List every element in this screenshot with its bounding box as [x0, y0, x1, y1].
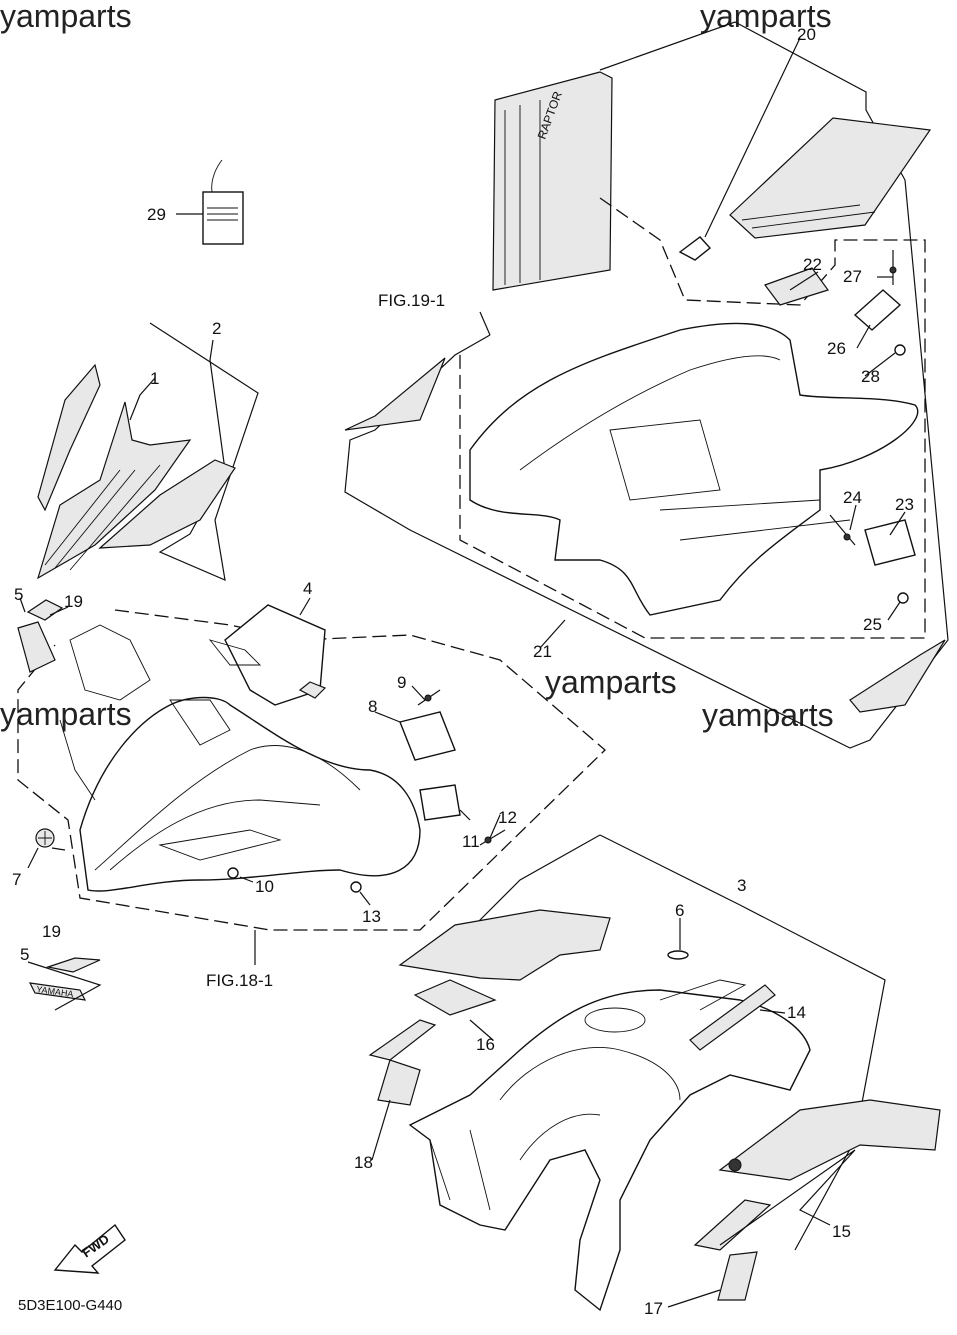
rear-decal-20: [729, 117, 932, 239]
caution-tag-29: [176, 159, 244, 245]
part-label: 28: [861, 367, 880, 386]
part-label: 5: [20, 945, 29, 964]
part-label: 29: [147, 205, 166, 224]
part-label: 11: [462, 832, 480, 851]
part-label: 6: [675, 901, 684, 920]
part-label: 1: [150, 369, 159, 388]
side-decal-16: [398, 909, 611, 981]
decal-17: [717, 1251, 758, 1301]
rear-side-decal: [492, 71, 613, 291]
part-label: 21: [533, 642, 552, 661]
washer-28: [894, 344, 906, 356]
decal-19-bottom: [45, 957, 101, 973]
part-label: 27: [843, 267, 862, 286]
part-label: 8: [368, 697, 377, 716]
part-label: 19: [42, 922, 61, 941]
part-label: 20: [797, 25, 816, 44]
part-label: 18: [354, 1153, 373, 1172]
part-label: 7: [12, 870, 21, 889]
front-decal-side: [37, 363, 101, 512]
figure-reference: FIG.18-1: [206, 971, 273, 990]
watermark: yamparts: [702, 697, 834, 733]
fwd-arrow-icon: FWD: [53, 1223, 126, 1274]
part-label: 16: [476, 1035, 495, 1054]
decal-18: [377, 1059, 421, 1106]
front-fender-group: [17, 322, 606, 1011]
part-label: 5: [14, 585, 23, 604]
watermark: yamparts: [700, 0, 832, 34]
part-label: 13: [362, 907, 381, 926]
diagram-code: 5D3E100-G440: [18, 1297, 122, 1314]
front-fender: [79, 696, 421, 892]
tank-cover-group: [368, 834, 941, 1312]
watermark: yamparts: [545, 664, 677, 700]
front-decal-2: [98, 459, 236, 549]
part-label: 23: [895, 495, 914, 514]
plate-8: [399, 711, 456, 761]
part-label: 19: [64, 592, 83, 611]
part-label: 10: [255, 877, 274, 896]
plate-26: [853, 289, 902, 331]
part-label: 22: [803, 255, 822, 274]
part-label: 14: [787, 1003, 806, 1022]
decal-5-bottom: [28, 982, 87, 1001]
tab-6: [667, 950, 689, 960]
part-label: 26: [827, 339, 846, 358]
decal-14: [689, 984, 776, 1051]
decal-5-top: [17, 621, 56, 673]
decal-19-top: [26, 599, 64, 621]
tank-cover: [408, 989, 811, 1312]
watermark: yamparts: [0, 696, 132, 732]
decal-strip: [849, 639, 946, 713]
rear-fender-group: RAPTOR: [344, 21, 949, 749]
part-label: 4: [303, 579, 312, 598]
part-label: 9: [397, 673, 406, 692]
part-label: 12: [498, 808, 517, 827]
part-label: 15: [832, 1222, 851, 1241]
part-label: 25: [863, 615, 882, 634]
plate-23: [864, 519, 916, 566]
part-label: 2: [212, 319, 221, 338]
washer-13: [350, 881, 362, 893]
rear-fender: [469, 322, 919, 616]
part-label: 17: [644, 1299, 663, 1318]
part-label: 24: [843, 488, 862, 507]
figure-reference: FIG.19-1: [378, 291, 445, 310]
front-decal-1: [36, 401, 192, 580]
part-label: 3: [737, 876, 746, 895]
decal-text: YAMAHA: [36, 984, 74, 999]
watermark: yamparts: [0, 0, 132, 34]
washer-10: [227, 867, 239, 879]
side-decal-15: [718, 1099, 941, 1181]
washer-25: [897, 592, 909, 604]
plate-11: [419, 784, 461, 821]
